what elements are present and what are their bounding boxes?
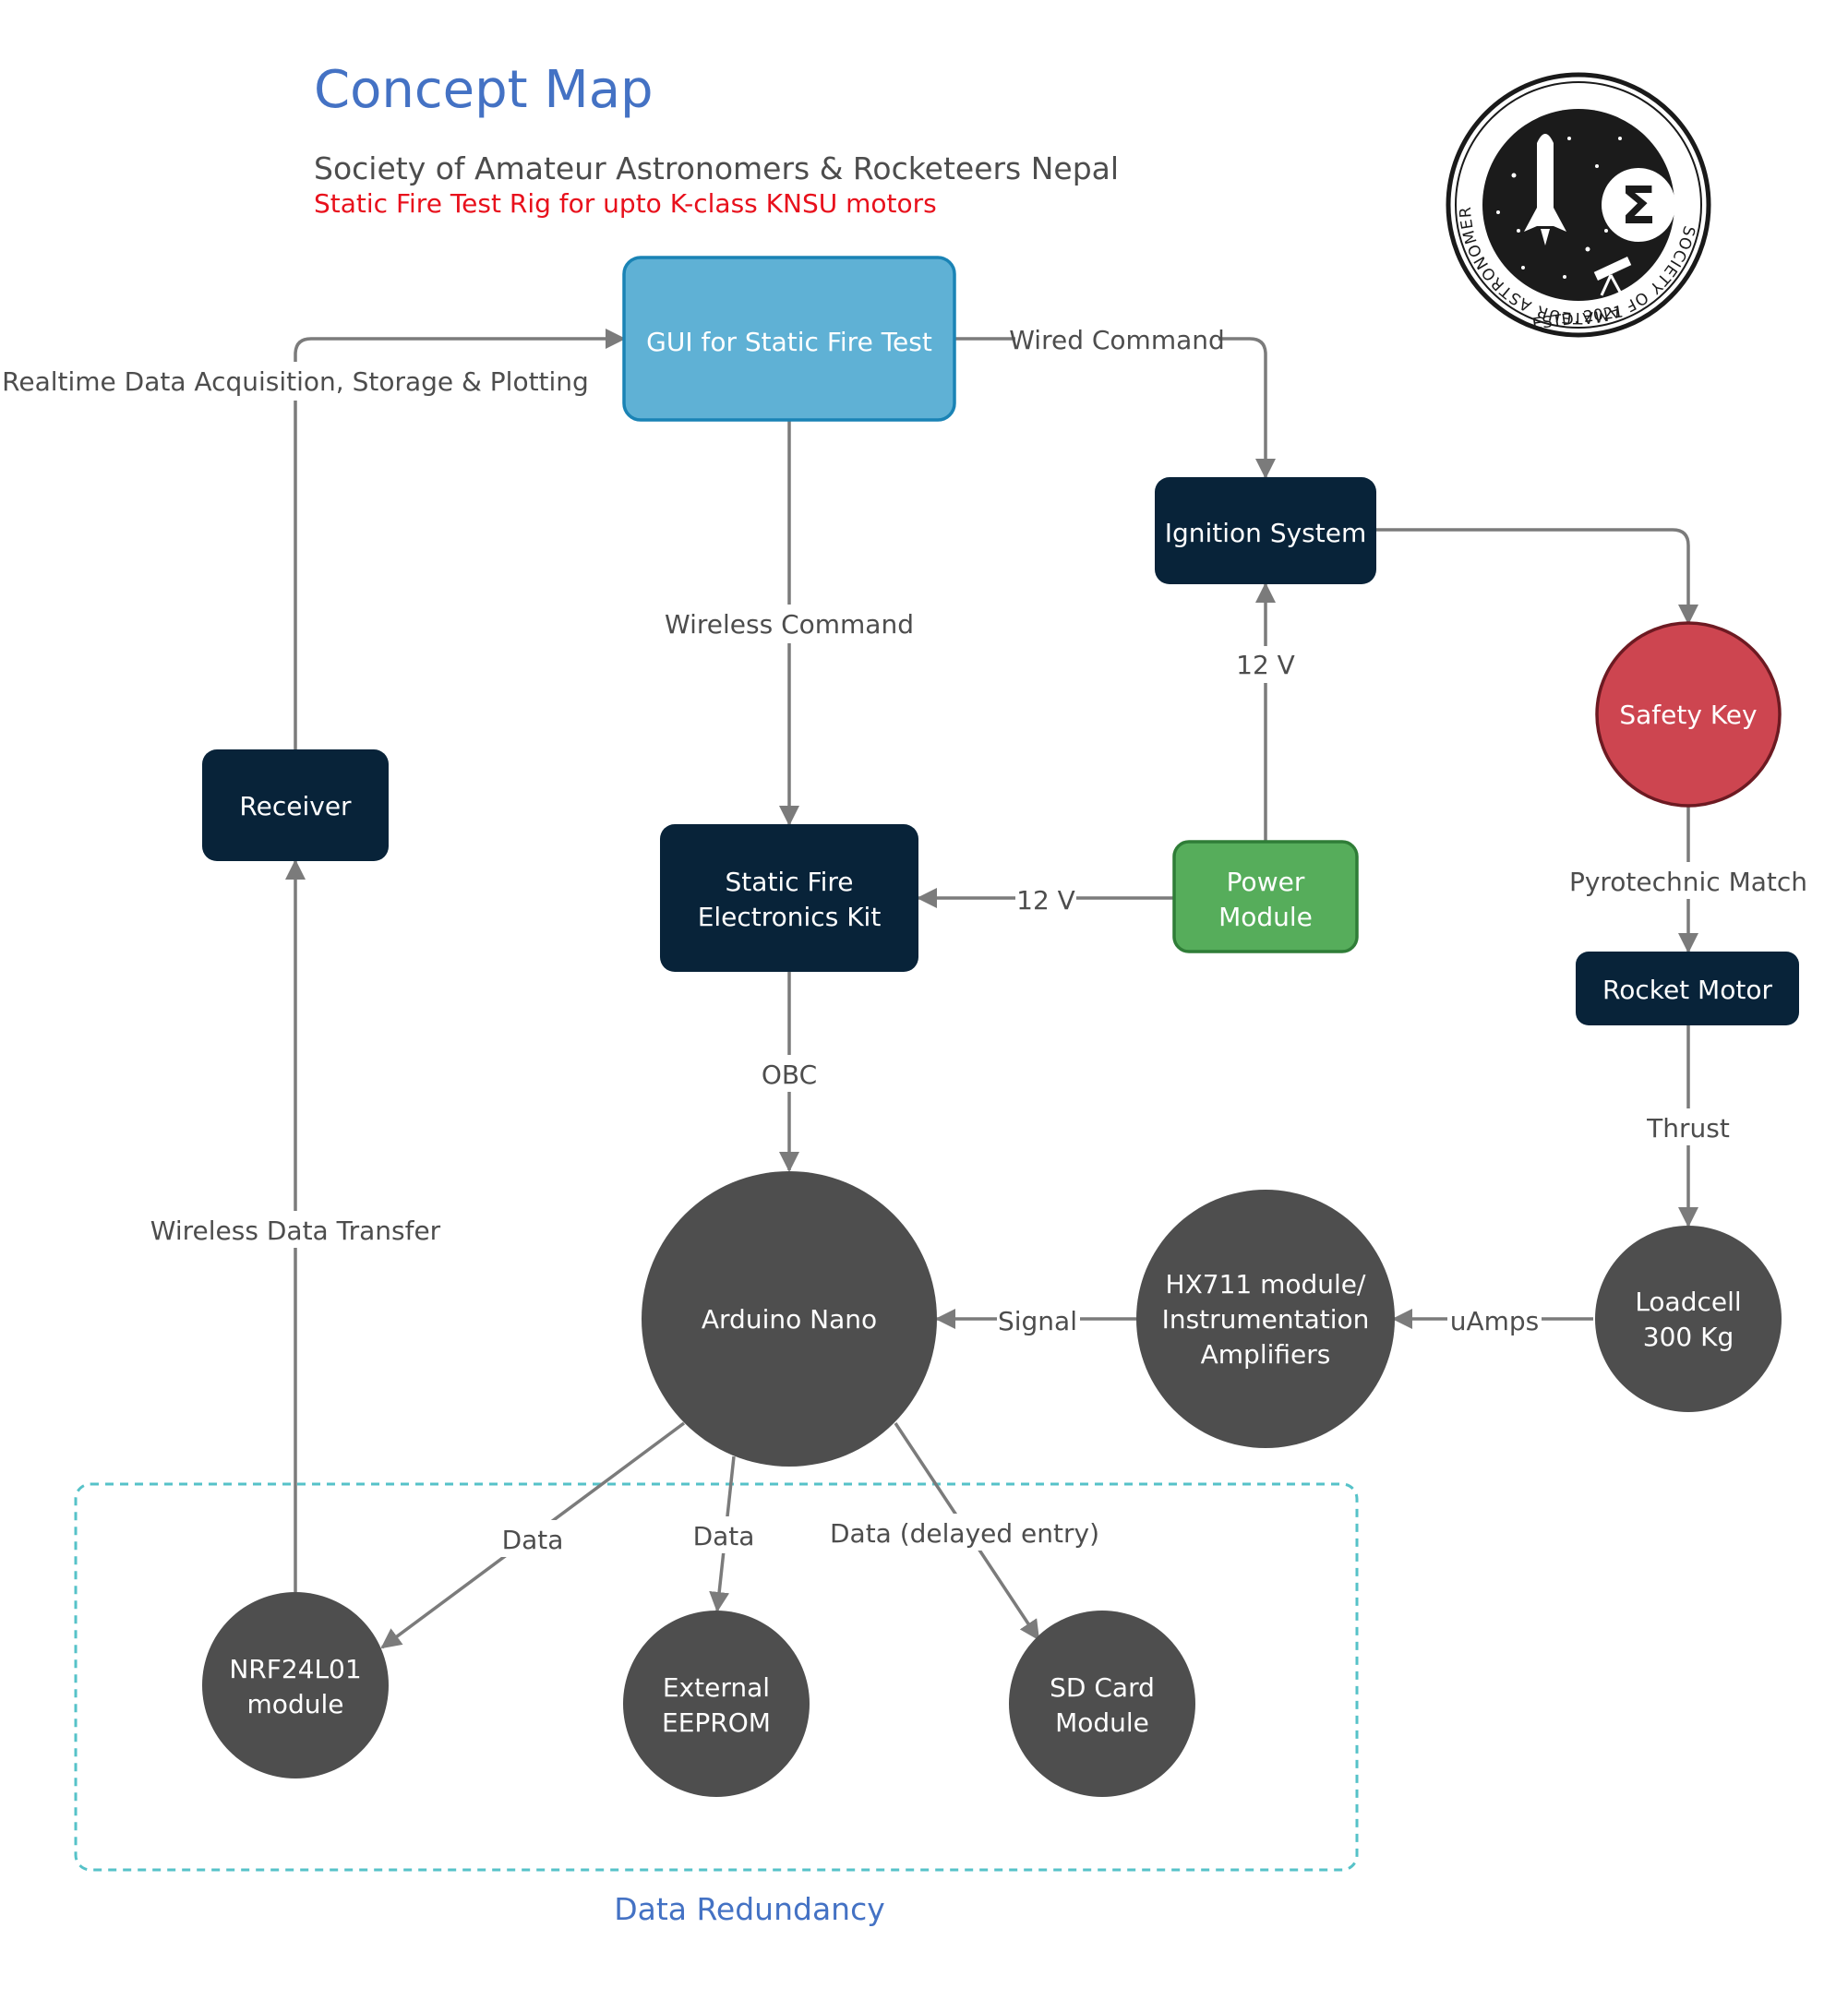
- edge-label-data-nrf: Data: [502, 1525, 564, 1555]
- edge-label-uamps: uAmps: [1450, 1306, 1540, 1336]
- data-redundancy-group: [74, 1482, 1359, 1872]
- node-hx711-module: HX711 module/ Instrumentation Amplifiers: [1136, 1190, 1395, 1448]
- edge-label-wired-command: Wired Command: [1009, 325, 1225, 355]
- node-receiver-label: Receiver: [239, 791, 352, 821]
- edge-label-data-eeprom: Data: [693, 1521, 755, 1551]
- node-power-label-line1: Power: [1227, 867, 1305, 897]
- edge-label-thrust: Thrust: [1646, 1113, 1730, 1144]
- edge-receiver-to-gui: [294, 329, 626, 749]
- edge-label-data-sdcard: Data (delayed entry): [830, 1518, 1099, 1549]
- stars-icon: [1496, 137, 1622, 279]
- node-receiver: Receiver: [202, 749, 389, 861]
- node-gui-static-fire-test: GUI for Static Fire Test: [622, 256, 956, 422]
- node-sd-card-module: SD Card Module: [1009, 1611, 1195, 1797]
- node-nrf-label-line1: NRF24L01: [229, 1654, 361, 1684]
- node-eeprom-label-line2: EEPROM: [662, 1707, 771, 1738]
- node-arduino-label: Arduino Nano: [702, 1304, 877, 1335]
- node-kit-label-line2: Electronics Kit: [698, 902, 882, 932]
- data-redundancy-label: Data Redundancy: [614, 1891, 885, 1927]
- edge-label-wireless-data: Wireless Data Transfer: [150, 1216, 441, 1246]
- node-safety-label: Safety Key: [1619, 700, 1757, 730]
- edge-label-signal: Signal: [998, 1306, 1077, 1336]
- node-eeprom-label-line1: External: [663, 1672, 770, 1703]
- node-rocket-motor: Rocket Motor: [1576, 952, 1799, 1025]
- node-ignition-label: Ignition System: [1165, 518, 1367, 548]
- telescope-icon: [1593, 257, 1632, 296]
- node-sdcard-label-line1: SD Card: [1050, 1672, 1155, 1703]
- node-nrf24l01-module: NRF24L01 module: [202, 1592, 389, 1778]
- node-loadcell-label-line1: Loadcell: [1635, 1287, 1741, 1317]
- node-power-module: Power Module: [1172, 840, 1359, 953]
- organization-name: Society of Amateur Astronomers & Rockete…: [314, 150, 1119, 186]
- node-hx711-label-line2: Instrumentation: [1162, 1304, 1370, 1335]
- edge-label-obc: OBC: [762, 1060, 817, 1090]
- node-loadcell: Loadcell 300 Kg: [1595, 1226, 1782, 1412]
- node-gui-label: GUI for Static Fire Test: [646, 327, 932, 357]
- edge-label-pyrotechnic-match: Pyrotechnic Match: [1569, 867, 1807, 897]
- rocket-icon: [1524, 134, 1566, 246]
- node-power-label-line2: Module: [1218, 902, 1313, 932]
- edge-label-realtime: Realtime Data Acquisition, Storage & Plo…: [2, 366, 589, 397]
- node-hx711-label-line1: HX711 module/: [1166, 1269, 1367, 1299]
- edge-gui-to-ignition: [954, 337, 1276, 479]
- page-title: Concept Map: [314, 60, 654, 120]
- node-loadcell-label-line2: 300 Kg: [1643, 1322, 1734, 1352]
- node-ignition-system: Ignition System: [1155, 477, 1376, 584]
- node-motor-label: Rocket Motor: [1602, 975, 1772, 1005]
- node-arduino-nano: Arduino Nano: [642, 1171, 937, 1467]
- edge-ignition-to-safety: [1376, 528, 1698, 625]
- node-hx711-label-line3: Amplifiers: [1201, 1339, 1331, 1370]
- page-subtitle: Static Fire Test Rig for upto K-class KN…: [314, 188, 937, 219]
- edge-label-12v-ignition: 12 V: [1236, 650, 1295, 680]
- node-safety-key: Safety Key: [1595, 621, 1782, 808]
- node-kit-label-line1: Static Fire: [726, 867, 854, 897]
- node-static-fire-electronics-kit: Static Fire Electronics Kit: [660, 824, 918, 972]
- edge-label-12v-kit: 12 V: [1016, 885, 1075, 916]
- node-nrf-label-line2: module: [247, 1689, 344, 1719]
- edge-label-wireless-command: Wireless Command: [665, 609, 914, 640]
- node-sdcard-label-line2: Module: [1055, 1707, 1149, 1738]
- sigma-icon: Σ: [1621, 176, 1656, 236]
- node-external-eeprom: External EEPROM: [623, 1611, 810, 1797]
